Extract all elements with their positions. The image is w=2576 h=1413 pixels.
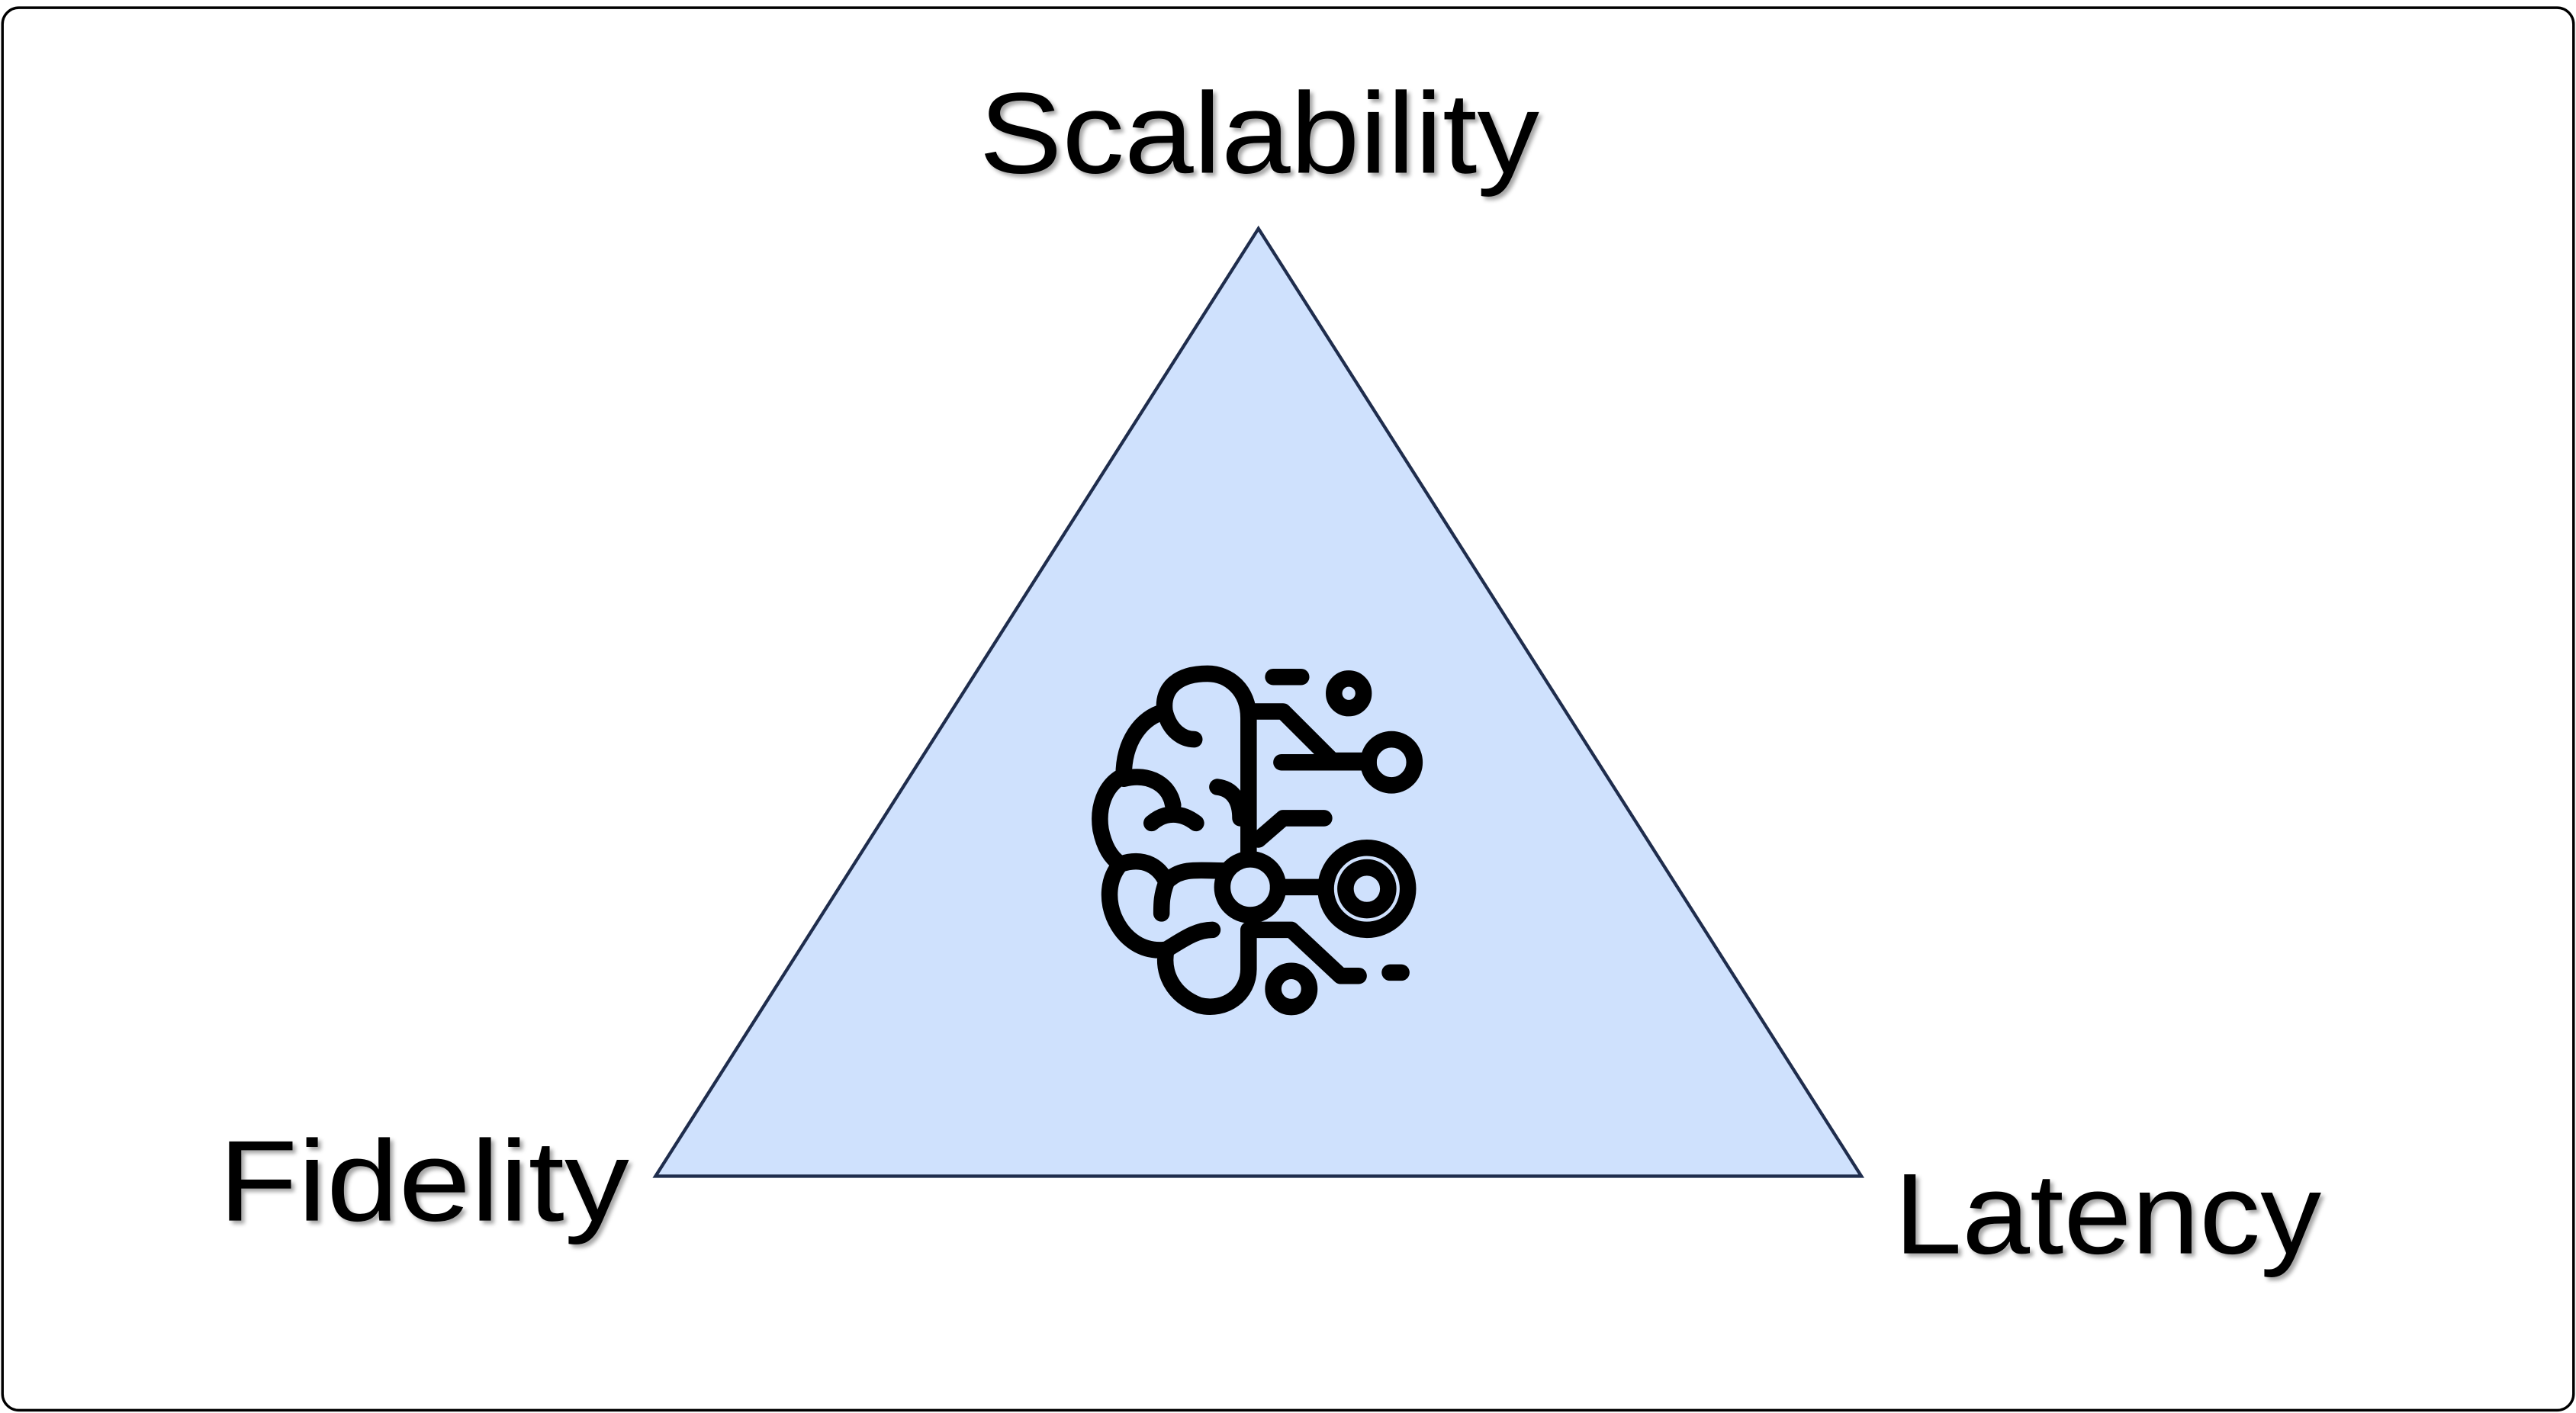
label-latency: Latency [1894,1150,2322,1278]
label-scalability: Scalability [979,69,1540,197]
tradeoff-triangle [652,225,1865,1178]
label-fidelity: Fidelity [218,1117,629,1245]
ai-brain-circuit-icon [1092,665,1423,1016]
